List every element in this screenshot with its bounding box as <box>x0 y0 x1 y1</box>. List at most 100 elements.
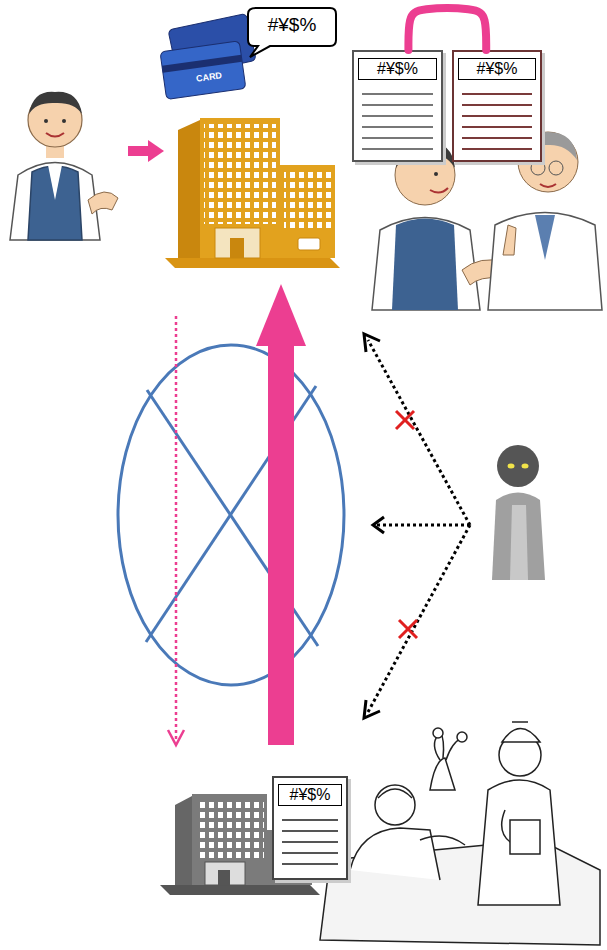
attack-arrows <box>364 334 470 718</box>
card-icon <box>160 13 256 99</box>
transfer-arrow <box>256 284 306 745</box>
ward-figures <box>478 780 560 905</box>
patient-figure <box>48 165 62 200</box>
document: #¥$% <box>352 50 443 162</box>
attacker-figure <box>492 493 545 581</box>
bubble-text: #¥$% <box>246 15 338 35</box>
flow-arrow <box>128 140 164 162</box>
document-lines <box>462 93 532 95</box>
attacker-figure <box>492 445 545 580</box>
ward-figures <box>375 785 415 825</box>
consultation-figures <box>503 225 516 255</box>
ward-figures <box>457 732 467 742</box>
patient-figure <box>44 119 48 123</box>
transfer-arrow <box>256 284 306 346</box>
document-lines <box>462 115 532 117</box>
hospital-building <box>204 124 276 224</box>
blocked-channel <box>118 345 344 685</box>
consultation-figures <box>372 218 480 311</box>
attacker-figure <box>522 464 529 469</box>
attacker-figure <box>510 505 528 580</box>
dotted-arrow <box>168 316 184 745</box>
document-lines <box>282 830 338 832</box>
consultation-figures <box>392 219 458 311</box>
patient-figure <box>29 92 82 114</box>
ward-figures <box>512 721 528 723</box>
patient-figure <box>10 92 118 240</box>
attack-arrows <box>376 524 470 527</box>
speech-bubble: #¥$% <box>246 6 338 58</box>
hospital-building <box>200 118 280 258</box>
blocked-channel <box>118 345 344 685</box>
document-lines <box>282 841 338 843</box>
dotted-arrow <box>175 316 178 740</box>
ward-figures <box>502 729 540 743</box>
consultation-figures <box>535 215 555 260</box>
dotted-arrow <box>168 730 184 745</box>
document-tag: #¥$% <box>458 58 536 80</box>
ward-figures <box>510 820 540 854</box>
card-icon <box>160 41 246 100</box>
document-lines <box>362 115 433 117</box>
document-lines <box>282 852 338 854</box>
ward-figures <box>378 789 412 798</box>
hospital-building <box>178 120 200 258</box>
hospital-building <box>196 800 264 860</box>
hospital-building <box>230 238 244 258</box>
hospital-building <box>218 870 230 885</box>
document-tag: #¥$% <box>278 784 342 806</box>
patient-figure <box>10 163 100 241</box>
hospital-building <box>205 862 245 885</box>
hospital-building <box>284 170 332 230</box>
patient-figure <box>28 166 82 240</box>
document-lines <box>362 126 433 128</box>
attacker-figure <box>508 464 515 469</box>
consultation-figures <box>549 161 563 175</box>
document-lines <box>282 819 338 821</box>
block-mark <box>396 411 414 429</box>
hospital-building <box>160 885 320 895</box>
patient-figure <box>62 119 66 123</box>
flow-arrow <box>128 146 150 156</box>
document-lines <box>362 137 433 139</box>
document-lines <box>282 863 338 865</box>
consultation-figures <box>434 172 438 176</box>
attack-arrows <box>364 700 380 718</box>
document-tag: #¥$% <box>358 58 437 80</box>
attack-arrows <box>368 525 470 712</box>
flow-arrow <box>148 140 164 162</box>
ward-figures <box>350 828 440 880</box>
block-mark <box>399 620 417 638</box>
hospital-building <box>215 228 260 258</box>
consultation-figures <box>531 161 545 175</box>
ward-figures <box>320 722 600 945</box>
document-lines <box>462 148 532 150</box>
ward-figures <box>433 728 443 738</box>
ward-figures <box>420 836 465 845</box>
document-lines <box>462 104 532 106</box>
hospital-building <box>165 118 340 268</box>
consultation-figures <box>540 184 556 187</box>
link-connector <box>408 8 486 50</box>
transfer-arrow <box>268 340 294 745</box>
hospital-building <box>192 794 267 885</box>
document-lines <box>462 137 532 139</box>
document-lines <box>362 148 433 150</box>
hospital-building <box>165 258 340 268</box>
hospital-building <box>280 165 335 258</box>
card-icon <box>162 55 242 73</box>
ward-figures <box>430 758 455 790</box>
block-mark <box>396 411 414 429</box>
block-mark <box>396 411 417 638</box>
attack-arrows <box>373 517 384 533</box>
attacker-figure <box>497 445 539 487</box>
block-mark <box>399 620 417 638</box>
consultation-figures <box>430 188 448 193</box>
document: #¥$% <box>452 50 542 162</box>
hospital-building <box>175 796 192 885</box>
document: #¥$% <box>272 776 348 880</box>
attack-arrows <box>368 340 470 525</box>
document-lines <box>362 93 433 95</box>
